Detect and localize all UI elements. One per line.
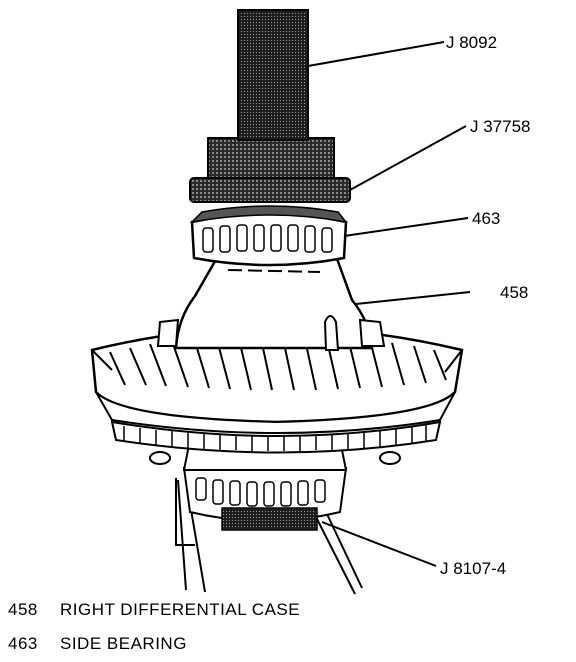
differential-case [156, 254, 386, 351]
callout-j8092: J 8092 [446, 33, 497, 52]
ring-gear [90, 326, 464, 465]
callout-j8107-4: J 8107-4 [440, 559, 506, 578]
legend-item-463: 463 SIDE BEARING [8, 634, 187, 654]
callout-458: 458 [500, 283, 528, 302]
leader-lines [307, 41, 471, 567]
callout-j37758: J 37758 [470, 117, 531, 136]
legend-number: 463 [8, 634, 38, 653]
installer-j37758 [189, 137, 351, 203]
callout-463: 463 [472, 209, 500, 228]
handle-j8092 [237, 9, 309, 141]
lower-bearing [182, 467, 348, 531]
legend-description: SIDE BEARING [60, 634, 187, 653]
legend-item-458: 458 RIGHT DIFFERENTIAL CASE [8, 600, 300, 620]
legend-description: RIGHT DIFFERENTIAL CASE [60, 600, 301, 619]
side-bearing [189, 205, 348, 267]
legend-number: 458 [8, 600, 38, 619]
